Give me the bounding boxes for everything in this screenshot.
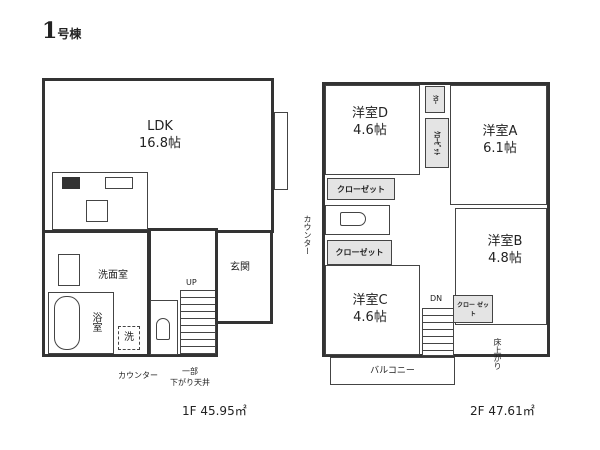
stove-icon: [62, 177, 80, 189]
lower-left-block: [42, 230, 150, 357]
vanity: [58, 254, 80, 286]
counter-note-1f: カウンター: [118, 371, 158, 380]
sink-icon: [105, 177, 133, 189]
room-a: [450, 85, 547, 205]
bathtub-icon: [54, 296, 80, 350]
closet-a-small: ｸﾛｰ: [425, 86, 445, 113]
stairs-2f: [422, 308, 454, 356]
room-d: [325, 85, 420, 175]
washroom-label: 洗面室: [98, 270, 128, 281]
toilet: [150, 300, 178, 355]
room-c: [325, 265, 420, 355]
closet-c: クローゼット: [327, 240, 392, 265]
area-1f: 1F 45.95㎡: [182, 404, 247, 418]
bathroom: [48, 292, 114, 354]
genkan: [215, 230, 273, 324]
closet-d: クローゼット: [327, 178, 395, 200]
up-label: UP: [186, 278, 197, 287]
area-2f: 2F 47.61㎡: [470, 404, 535, 418]
kitchen-counter: [52, 172, 148, 230]
laundry: 洗: [118, 326, 140, 350]
toilet-icon-2f: [340, 212, 366, 226]
closet-b: クロー ゼット: [453, 295, 493, 323]
toilet-2f: [325, 205, 390, 235]
counter-note-2f: カウンター: [303, 215, 312, 255]
ldk-room: [42, 78, 274, 233]
genkan-label: 玄関: [230, 262, 250, 273]
dn-label: DN: [430, 294, 443, 303]
closet-a: ｸﾛｰｾﾞｯﾄ: [425, 118, 449, 168]
balcony: バルコニー: [330, 357, 455, 385]
bay-window: [274, 112, 288, 190]
ceiling-note: 一部下がり天井: [170, 367, 210, 387]
fridge-icon: [86, 200, 108, 222]
toilet-icon: [156, 318, 170, 340]
stairs-1f: [180, 290, 216, 354]
bath-label: 浴室: [90, 312, 101, 332]
building-title: 1号棟: [42, 18, 82, 44]
room-b: [455, 208, 547, 325]
raised-floor-note: 床上がり: [493, 338, 502, 370]
